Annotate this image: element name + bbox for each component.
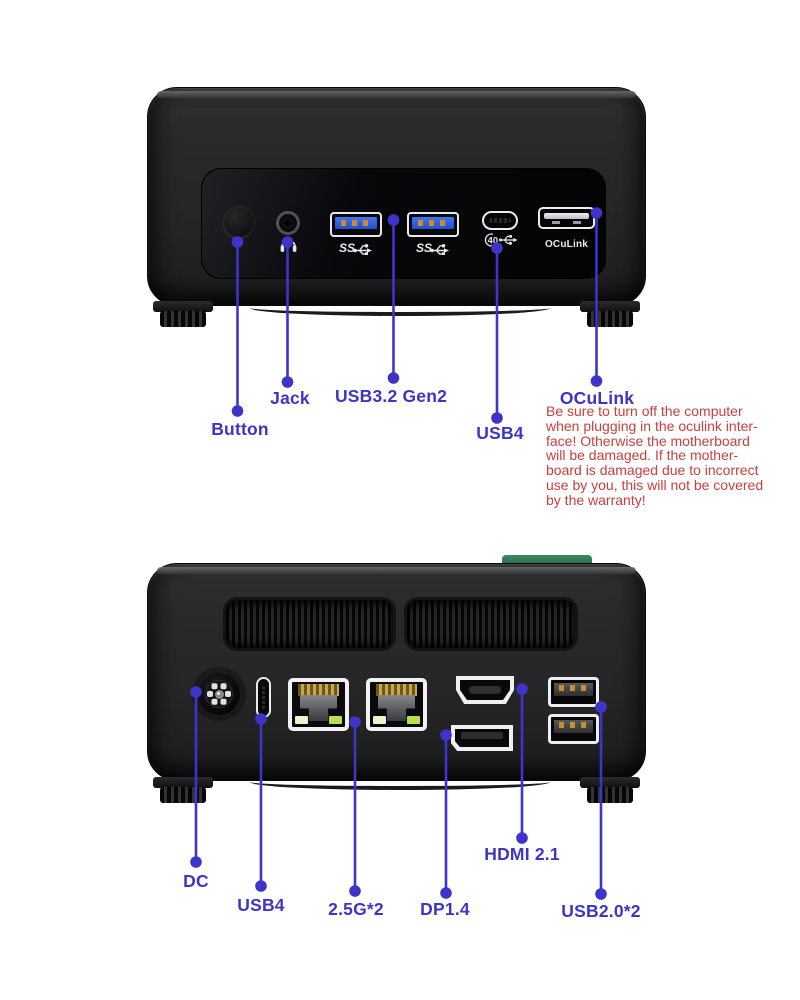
usb4-type-c-port [256,677,271,718]
callout-label-jack: Jack [270,388,310,408]
mini-pc-rear-view [147,563,646,803]
mini-pc-front-view: SS SS 40 [147,87,646,327]
usb-a-3-port-1 [330,212,382,237]
ethernet-port-2 [366,678,427,731]
lan-led [407,716,420,724]
usb-a-3-port-2 [407,212,459,237]
ethernet-port-1 [288,678,349,731]
vent-grille [223,597,396,651]
callout-label-dp: DP1.4 [420,899,470,919]
callout-label-usb4-rear: USB4 [237,895,285,915]
hdmi-port [456,676,514,704]
usb-ss-icon: SS [339,241,372,255]
usb-c-port [482,211,518,230]
callout-label-dc: DC [183,871,209,891]
callout-label-usb4-front: USB4 [476,423,524,443]
svg-text:SS: SS [416,241,432,255]
oculink-warning-text: Be sure to turn off the computer when pl… [546,403,764,508]
front-io-panel: SS SS 40 [201,168,606,279]
displayport-port [451,725,513,751]
lan-led [295,716,308,724]
oculink-port [538,207,595,229]
rubber-foot [580,777,640,805]
rubber-foot [153,301,213,329]
usb-a-2-port-2 [548,714,599,744]
callout-label-usb2: USB2.0*2 [561,901,641,921]
callout-label-hdmi: HDMI 2.1 [484,844,560,864]
rubber-foot [153,777,213,805]
headphone-jack-port [276,211,300,235]
rubber-foot [580,301,640,329]
vent-grille [404,597,578,651]
dc-power-port [198,673,240,715]
svg-text:SS: SS [339,241,355,255]
oculink-port-marking: OCuLink [544,239,589,250]
usb-ss-icon: SS [416,241,449,255]
lan-led [373,716,386,724]
svg-text:40: 40 [488,236,499,247]
lan-led [329,716,342,724]
usb-40gbps-icon: 40 [484,233,518,247]
chassis-underside-shadow [250,774,550,790]
usb-a-2-port-1 [548,677,599,707]
callout-label-button: Button [211,419,269,439]
callout-label-usb32: USB3.2 Gen2 [334,386,448,406]
callout-label-oculink: OCuLink [559,388,635,408]
callout-label-lan: 2.5G*2 [328,899,384,919]
power-button [224,207,254,237]
chassis-underside-shadow [250,300,550,316]
headphone-icon [280,239,297,252]
